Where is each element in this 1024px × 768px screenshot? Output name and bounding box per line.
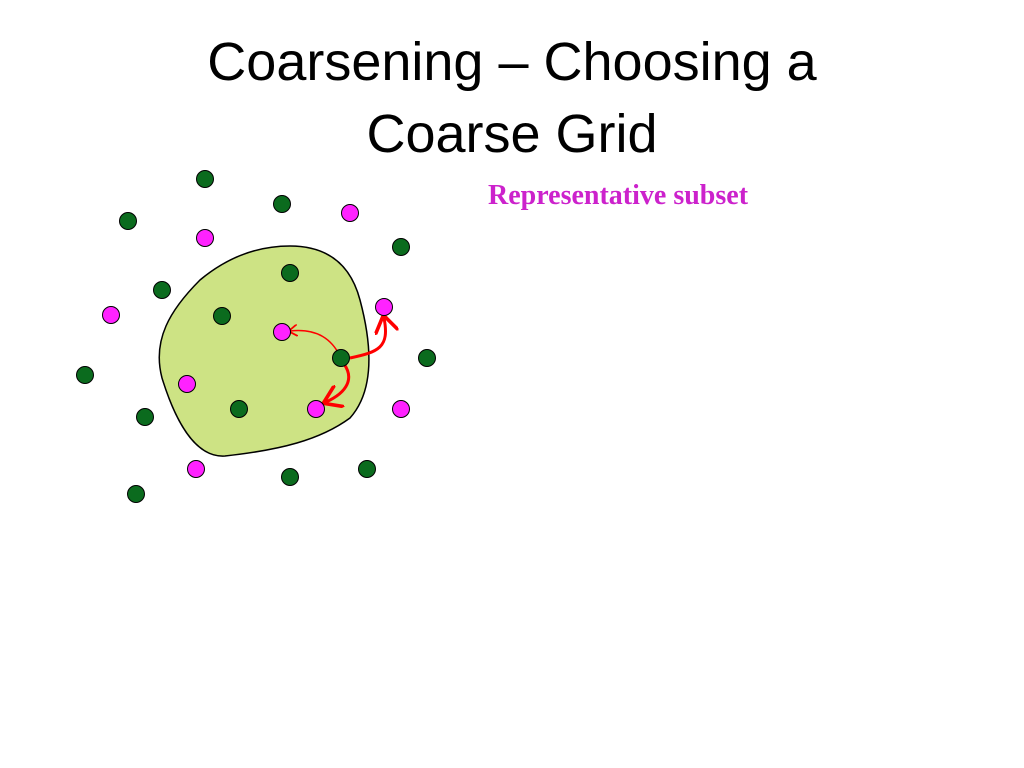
fine-point [273, 195, 291, 213]
coarse-point [307, 400, 325, 418]
fine-point [76, 366, 94, 384]
coarse-point [187, 460, 205, 478]
connection-arrow-down [326, 363, 350, 402]
slide-title-line-1: Coarsening – Choosing a [207, 32, 817, 92]
fine-point [281, 264, 299, 282]
fine-point [127, 485, 145, 503]
fine-point [196, 170, 214, 188]
fine-point [392, 238, 410, 256]
fine-point [358, 460, 376, 478]
slide-title: Coarsening – Choosing a Coarse Grid [0, 26, 1024, 170]
fine-grid-points [76, 170, 436, 503]
coarse-point [341, 204, 359, 222]
fine-point [153, 281, 171, 299]
slide-title-line-2: Coarse Grid [366, 104, 658, 164]
coarse-point [196, 229, 214, 247]
coarse-grid-points [102, 204, 410, 478]
fine-point [213, 307, 231, 325]
coarse-point [392, 400, 410, 418]
coarse-point [273, 323, 291, 341]
connection-arrow-up [349, 318, 386, 360]
representative-subset-caption: Representative subset [488, 180, 749, 211]
fine-point [281, 468, 299, 486]
fine-point [418, 349, 436, 367]
fine-point [230, 400, 248, 418]
coarse-point [375, 298, 393, 316]
coarse-point [178, 375, 196, 393]
fine-point [332, 349, 350, 367]
fine-point [136, 408, 154, 426]
fine-point [119, 212, 137, 230]
coarse-point [102, 306, 120, 324]
